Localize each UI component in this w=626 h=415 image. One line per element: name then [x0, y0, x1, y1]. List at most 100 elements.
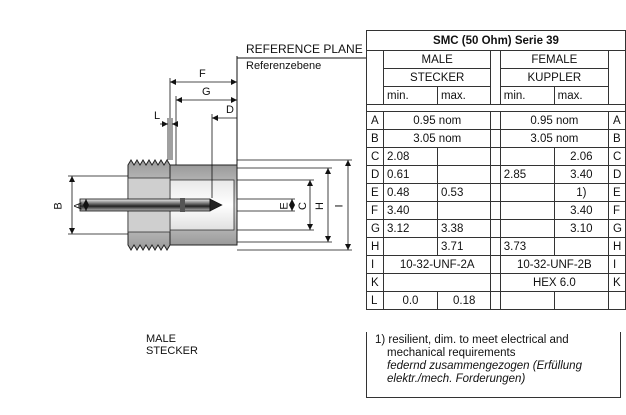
- female-value: 10-32-UNF-2B: [499, 255, 609, 274]
- row-key-right: E: [607, 183, 626, 202]
- spacer-cell: [490, 129, 501, 148]
- table-row: G 3.12 3.38 3.10 G: [366, 219, 626, 238]
- male-min: 0.61: [382, 165, 438, 184]
- spacer-cell: [490, 237, 501, 256]
- footnote-de-line-2: elektr./mech. Forderungen): [387, 373, 526, 385]
- reference-plane-leader: [236, 56, 366, 175]
- header-female: FEMALE: [499, 50, 609, 69]
- female-min: [499, 201, 555, 220]
- caption-male: MALE: [146, 333, 176, 345]
- male-min: 0.0: [382, 291, 438, 310]
- row-key: K: [366, 273, 384, 292]
- header-male-min: min.: [382, 86, 438, 105]
- female-max: 1): [553, 183, 609, 202]
- female-min: 2.85: [499, 165, 555, 184]
- spacer-cell: [490, 273, 501, 292]
- header-blank-right: [607, 50, 626, 105]
- female-value: 3.05 nom: [499, 129, 609, 148]
- row-key-right: K: [607, 273, 626, 292]
- row-key-right: F: [607, 201, 626, 220]
- female-min: [499, 291, 555, 310]
- female-min: 3.73: [499, 237, 555, 256]
- row-key-right: A: [607, 111, 626, 130]
- row-key-right: D: [607, 165, 626, 184]
- dim-label-i: I: [333, 204, 346, 208]
- table-row: K HEX 6.0 K: [366, 273, 626, 292]
- row-key-right: I: [607, 255, 626, 274]
- table-row: B 3.05 nom 3.05 nom B: [366, 129, 626, 148]
- table-row: L 0.0 0.18: [366, 291, 626, 310]
- row-key-right: H: [607, 237, 626, 256]
- dim-label-h: H: [313, 202, 326, 210]
- row-key: B: [366, 129, 384, 148]
- female-max: [553, 291, 609, 310]
- dim-label-d: D: [226, 104, 234, 116]
- male-value: 3.05 nom: [382, 129, 492, 148]
- header-female-max: max.: [553, 86, 609, 105]
- row-key-right: C: [607, 147, 626, 166]
- row-key: D: [366, 165, 384, 184]
- header-blank-mid: [490, 50, 501, 105]
- female-min: [499, 183, 555, 202]
- female-max: 3.10: [553, 219, 609, 238]
- male-max: 3.38: [436, 219, 492, 238]
- female-value: HEX 6.0: [499, 273, 609, 292]
- table-row: F 3.40 3.40 F: [366, 201, 626, 220]
- row-key: L: [366, 291, 384, 310]
- footnote-de-line-1: federnd zusammengezogen (Erfüllung: [387, 360, 582, 372]
- reference-plane-label-de: Referenzebene: [246, 60, 322, 72]
- header-blank-left: [366, 50, 384, 105]
- table-row: H 3.71 3.73 H: [366, 237, 626, 256]
- female-min: [499, 147, 555, 166]
- table-row: D 0.61 2.85 3.40 D: [366, 165, 626, 184]
- dimension-lines: [68, 78, 352, 251]
- male-max: 3.71: [436, 237, 492, 256]
- connector-cross-section: [68, 56, 366, 251]
- male-value: 0.95 nom: [382, 111, 492, 130]
- spacer-cell: [490, 147, 501, 166]
- row-key: I: [366, 255, 384, 274]
- dim-label-l: L: [154, 110, 161, 122]
- row-key-right: G: [607, 219, 626, 238]
- dim-label-f: F: [199, 68, 206, 80]
- female-min: [499, 219, 555, 238]
- male-max: 0.18: [436, 291, 492, 310]
- table-title: SMC (50 Ohm) Serie 39: [366, 30, 626, 51]
- dim-label-c: C: [296, 202, 309, 210]
- header-female-min: min.: [499, 86, 555, 105]
- header-stecker: STECKER: [382, 68, 492, 87]
- row-key: F: [366, 201, 384, 220]
- male-max: 0.53: [436, 183, 492, 202]
- dimension-spec-table: SMC (50 Ohm) Serie 39 MALE FEMALE STECKE…: [366, 30, 626, 310]
- female-max: 2.06: [553, 147, 609, 166]
- row-key-right: B: [607, 129, 626, 148]
- caption-stecker: STECKER: [146, 345, 198, 357]
- footnote-line-2: mechanical requirements: [387, 347, 516, 359]
- footnote-line-1: 1) resilient, dim. to meet electrical an…: [375, 334, 569, 346]
- row-key: A: [366, 111, 384, 130]
- female-value: 0.95 nom: [499, 111, 609, 130]
- header-male: MALE: [382, 50, 492, 69]
- row-key: G: [366, 219, 384, 238]
- male-min: 0.48: [382, 183, 438, 202]
- connector-drawing: REFERENCE PLANE Referenzebene F G D L B …: [52, 42, 366, 357]
- dim-label-b: B: [52, 202, 65, 210]
- header-kuppler: KUPPLER: [499, 68, 609, 87]
- spacer-cell: [490, 165, 501, 184]
- male-max: [436, 201, 492, 220]
- male-min: [382, 237, 438, 256]
- table-row: E 0.48 0.53 1) E: [366, 183, 626, 202]
- connector-body: [79, 159, 238, 251]
- header-spacer: [366, 104, 626, 112]
- spacer-cell: [490, 201, 501, 220]
- row-key-right-blank: [607, 291, 626, 310]
- reference-plane-label: REFERENCE PLANE: [246, 42, 363, 56]
- header-male-max: max.: [436, 86, 492, 105]
- row-key: C: [366, 147, 384, 166]
- spacer-cell: [490, 291, 501, 310]
- spacer-cell: [490, 183, 501, 202]
- male-value: [382, 273, 492, 292]
- spacer-cell: [490, 255, 501, 274]
- male-min: 3.12: [382, 219, 438, 238]
- female-max: [553, 237, 609, 256]
